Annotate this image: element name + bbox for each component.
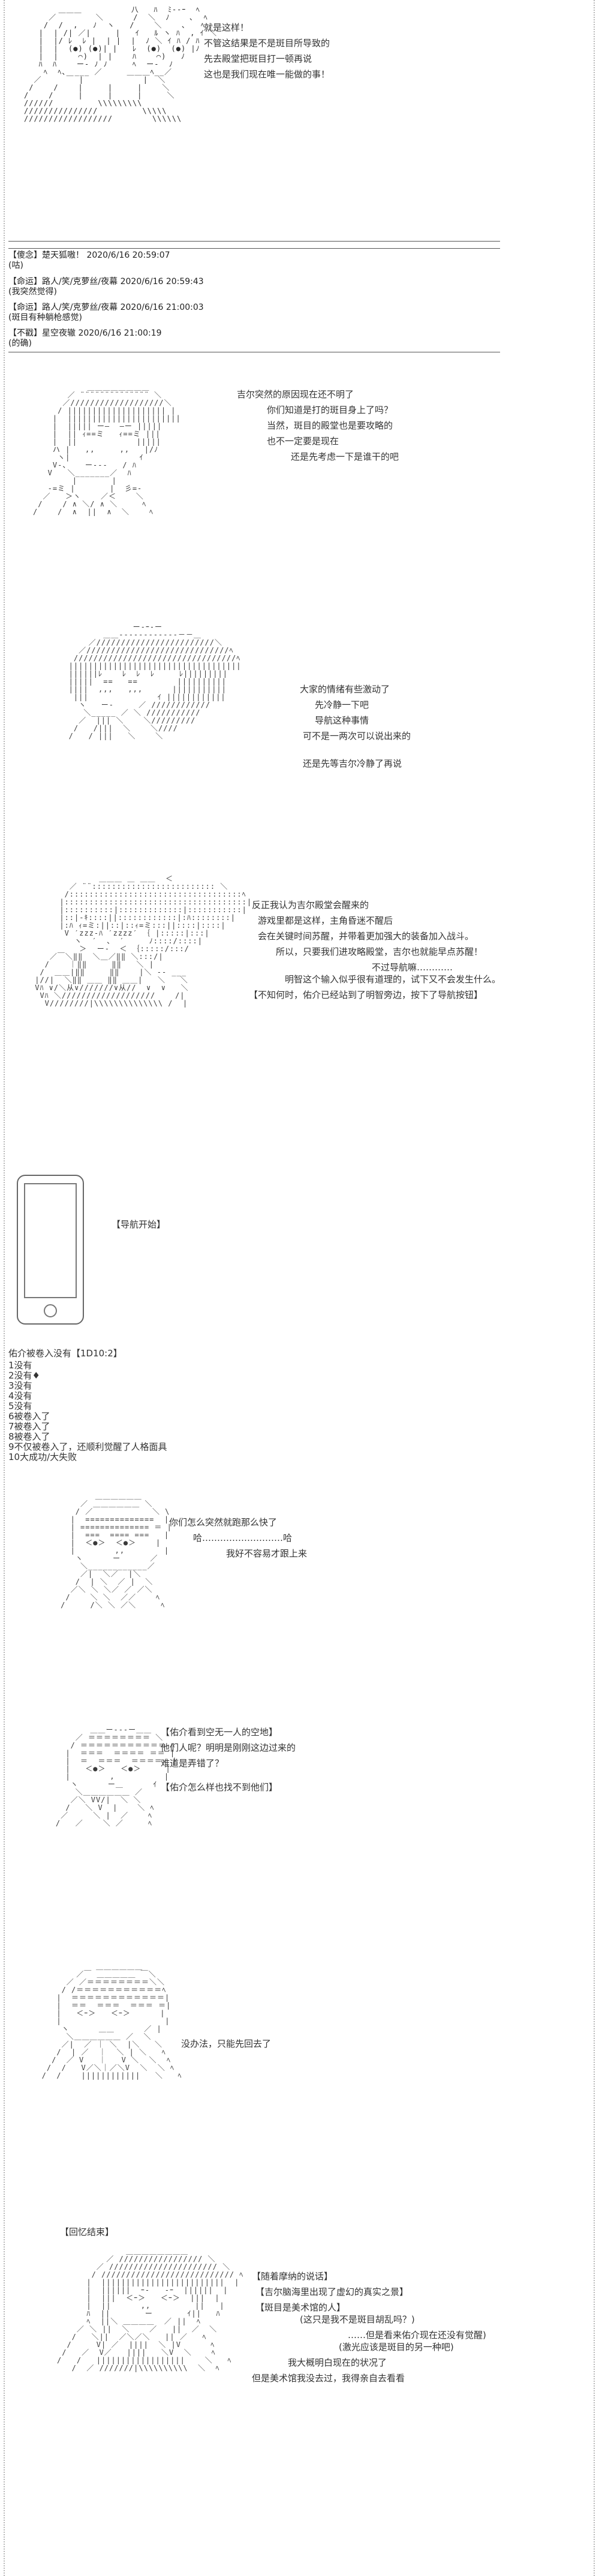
- dialog-line: 这也是我们现在唯一能做的事！: [204, 69, 330, 80]
- dialog-panel-8: 【随着摩纳的说话】 【吉尔脑海里出现了虚幻的真实之景】 【斑目是美术馆的人】 (…: [252, 2270, 486, 2388]
- dialog-line: 还是先考虑一下是谁干的吧: [291, 451, 399, 462]
- dialog-panel-2: 吉尔突然的原因现在还不明了 你们知道是打的斑目身上了吗？ 当然，斑目的殿堂也是要…: [237, 388, 399, 466]
- roll-title: 佑介被卷入没有【1D10:2】: [8, 1348, 122, 1359]
- dialog-line: 所以，只要我们进攻略殿堂，吉尔也就能早点苏醒！: [276, 946, 483, 957]
- roll-item: 4没有: [8, 1390, 32, 1401]
- dialog-line: 【吉尔脑海里出现了虚幻的真实之景】: [255, 2287, 409, 2297]
- ascii-art-character-7: ＿＿＿＿＿＿ ／￣ ＿＿＿＿＿ ￣＼ ／ ／＝＝＝＝＝＝＝＝＼＼ / /＝＝＝＝…: [41, 1962, 182, 2080]
- roll-item: 9不仅被卷入了，还顺利觉醒了人格面具: [8, 1441, 167, 1452]
- dialog-line: (激光应该是斑目的另一种吧): [339, 2342, 454, 2352]
- ascii-art-character-6: ＿＿ー‐‐‐ー＿＿ ／ ＝＝＝＝＝＝＝＝ ＼ / ＝＝＝＝＝＝＝＝＝＝＝ ﾍ |…: [55, 1726, 177, 1827]
- dialog-line: 游戏里都是这样，主角昏迷不醒后: [258, 915, 393, 926]
- dialog-line: 大家的情绪有些激动了: [300, 684, 390, 695]
- roll-item: 5没有: [8, 1401, 32, 1411]
- roll-item: 8被卷入了: [8, 1431, 50, 1442]
- dialog-line: 也不一定要是现在: [267, 436, 339, 447]
- dialog-line: 先冷静一下吧: [315, 699, 369, 710]
- ascii-art-character-4: ＿＿＿ ＿ ＿＿ ＜ ／ ¨¨:::::::::::::::::::::::::…: [35, 874, 252, 1008]
- ascii-art-character-3: ー‐ｰ‐ー ＿＿-‐‐‐‐‐‐‐‐‐‐‐－－＿ ／///////////////…: [68, 623, 242, 740]
- dialog-line: 难道是弄错了？: [161, 1758, 224, 1769]
- dialog-line: 你们怎么突然就跑那么快了: [169, 1517, 278, 1528]
- phone-screen: [24, 1183, 77, 1298]
- dialog-panel-4: 反正我认为吉尔殿堂会醒来的 游戏里都是这样，主角昏迷不醒后 会在关键时间苏醒，并…: [249, 899, 501, 1005]
- dialog-line: 哈………………………哈: [193, 1533, 293, 1543]
- dialog-line: 就是这样！: [204, 22, 249, 33]
- dialog-line: 不过导航嘛…………: [372, 962, 453, 973]
- comment-body: (我突然觉得): [8, 287, 57, 297]
- dialog-line: 可不是一两次可以说出来的: [303, 731, 411, 741]
- dialog-panel-5: 你们怎么突然就跑那么快了 哈………………………哈 我好不容易才跟上来: [169, 1516, 307, 1563]
- recall-end-label: 【回忆结束】: [60, 2227, 115, 2237]
- comment-head: 【不戳】星空夜辙 2020/6/16 21:00:19: [8, 328, 162, 338]
- ascii-art-character-1: ＿＿＿ 八 ﾊ ﾐ-‐ｰ ﾍ ／ ＼ / ＼ ﾉ ､ ﾍ / / , ﾉ ヽ /…: [24, 5, 217, 123]
- dialog-line: 【随着摩纳的说话】: [252, 2271, 333, 2282]
- dialog-line: 反正我认为吉尔殿堂会醒来的: [252, 900, 369, 910]
- dialog-line: 【不知何时，佑介已经站到了明智旁边，按下了导航按钮】: [249, 990, 483, 1000]
- dialog-panel-7: 没办法，只能先回去了: [181, 2038, 271, 2053]
- dialog-line: 没办法，只能先回去了: [181, 2038, 272, 2049]
- dialog-line: 会在关键时间苏醒，并带着更加强大的装备加入战斗。: [258, 931, 474, 942]
- ascii-art-character-5: ＿＿＿＿＿＿ ／ ＿＿＿＿＿＿ ＼ / ／ ＼ \ | ============…: [61, 1492, 172, 1609]
- dialog-line: 吉尔突然的原因现在还不明了: [237, 389, 354, 400]
- dialog-panel-1: 就是这样！ 不管这结果是不是斑目所导致的 先去殿堂把斑目打一顿再说 这也是我们现…: [204, 22, 330, 84]
- dialog-line: 导航这种事情: [315, 715, 369, 726]
- roll-item: 10大成功/大失败: [8, 1452, 77, 1462]
- comment-4: 【不戳】星空夜辙 2020/6/16 21:00:19 (的确): [8, 328, 162, 349]
- separator-top: [8, 241, 500, 242]
- roll-item: 3没有: [8, 1380, 32, 1391]
- dialog-line: 他们人呢？明明是刚刚这边过来的: [161, 1742, 296, 1753]
- dialog-line: 【佑介看到空无一人的空地】: [161, 1727, 278, 1738]
- comment-head: 【傻念】楚天狐嗷！ 2020/6/16 20:59:07: [8, 251, 170, 260]
- left-dotted-border: [4, 0, 5, 2576]
- comment-body: (的确): [8, 339, 32, 348]
- dialog-line: 先去殿堂把斑目打一顿再说: [204, 53, 312, 64]
- dialog-panel-6: 【佑介看到空无一人的空地】 他们人呢？明明是刚刚这边过来的 难道是弄错了？ 【佑…: [161, 1726, 296, 1797]
- dialog-panel-3: 大家的情绪有些激动了 先冷静一下吧 导航这种事情 可不是一两次可以说出来的 还是…: [300, 683, 411, 773]
- comment-body: (斑目有种躺枪感觉): [8, 313, 82, 322]
- separator-top-2: [8, 248, 500, 249]
- ascii-art-character-2: ＿＿＿＿＿＿＿＿ ／ ¨¨¨¨¨¨¨¨¨¨¨¨¨¨ ＼ ／///////////…: [33, 383, 181, 516]
- phone-home-button: [44, 1304, 57, 1317]
- dialog-line: 【斑目是美术馆的人】: [255, 2302, 346, 2313]
- comment-3: 【命运】路人/笑/克萝丝/夜幕 2020/6/16 21:00:03 (斑目有种…: [8, 303, 204, 323]
- ascii-art-character-8: ＿＿＿＿＿＿＿＿ ／ ///////////////// ＼ ／ ///////…: [57, 2247, 244, 2372]
- dialog-line: 你们知道是打的斑目身上了吗？: [267, 405, 393, 415]
- comment-2: 【命运】路人/笑/克萝丝/夜幕 2020/6/16 20:59:43 (我突然觉…: [8, 277, 204, 297]
- roll-item: 1没有: [8, 1360, 32, 1371]
- dialog-line: 当然，斑目的殿堂也是要攻略的: [267, 420, 393, 431]
- smartphone-icon: [17, 1175, 84, 1325]
- dialog-line: 还是先等吉尔冷静了再说: [303, 758, 402, 769]
- dialog-line: 【佑介怎么样也找不到他们】: [161, 1782, 278, 1793]
- comment-head: 【命运】路人/笑/克萝丝/夜幕 2020/6/16 21:00:03: [8, 303, 204, 312]
- dialog-line: 我大概明白现在的状况了: [288, 2357, 387, 2368]
- dialog-line: 但是美术馆我没去过，我得亲自去看看: [252, 2373, 405, 2384]
- comment-head: 【命运】路人/笑/克萝丝/夜幕 2020/6/16 20:59:43: [8, 277, 204, 286]
- dialog-line: 我好不容易才跟上来: [226, 1548, 308, 1559]
- dialog-line: (这只是我不是斑目胡乱吗？): [300, 2314, 415, 2325]
- dialog-line: ……但是看来佑介现在还没有觉醒): [348, 2330, 486, 2340]
- dialog-line: 明智这个输入似乎很有道理的，试下又不会发生什么。: [285, 974, 501, 985]
- roll-item: 7被卷入了: [8, 1421, 50, 1432]
- right-dotted-border: [594, 0, 595, 2576]
- comment-body: (咕): [8, 261, 23, 270]
- roll-item: 6被卷入了: [8, 1411, 50, 1422]
- roll-item: 2没有♦: [8, 1370, 40, 1381]
- dialog-line: 不管这结果是不是斑目所导致的: [204, 38, 330, 49]
- navigation-start-label: 【导航开始】: [112, 1219, 166, 1230]
- comment-1: 【傻念】楚天狐嗷！ 2020/6/16 20:59:07 (咕): [8, 251, 170, 271]
- dice-roll-results: 佑介被卷入没有【1D10:2】 1没有 2没有♦ 3没有 4没有 5没有 6被卷…: [8, 1349, 167, 1462]
